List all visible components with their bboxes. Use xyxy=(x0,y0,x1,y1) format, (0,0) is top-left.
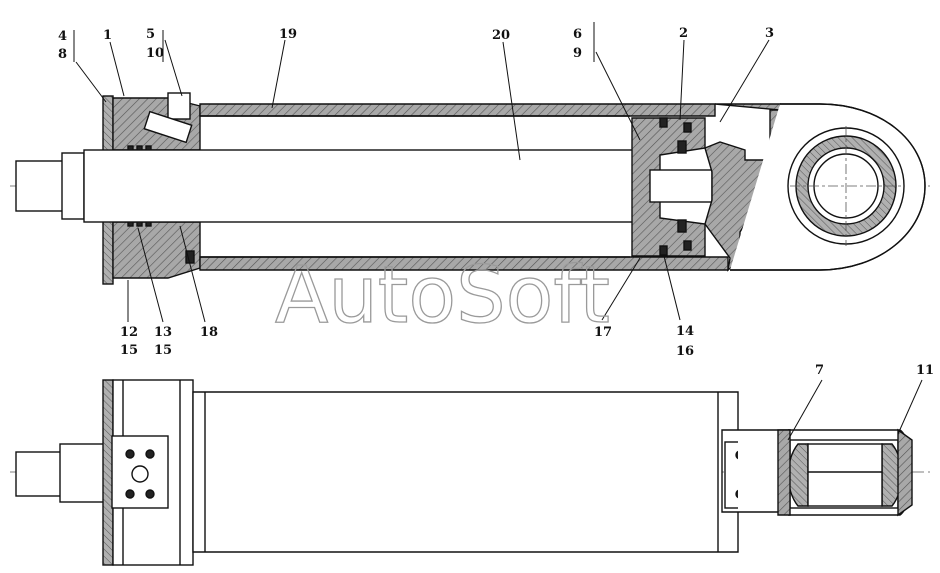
label-5: 5 xyxy=(146,27,155,42)
tube-wall-top xyxy=(199,103,716,117)
callout-labels: 4 8 1 5 10 19 20 6 9 2 3 12 15 13 15 18 … xyxy=(58,26,934,378)
section-view xyxy=(10,92,930,285)
leader-lines-top xyxy=(73,22,770,323)
exterior-view xyxy=(10,379,930,566)
label-15a: 15 xyxy=(120,343,138,358)
label-15b: 15 xyxy=(154,343,172,358)
watermark: AutoSoft xyxy=(275,251,610,341)
label-8: 8 xyxy=(58,47,67,62)
gland-bolt-slot xyxy=(143,110,193,144)
gland-bolt xyxy=(167,92,191,120)
piston xyxy=(631,117,706,257)
label-9: 9 xyxy=(573,46,582,61)
label-1: 1 xyxy=(103,28,112,43)
label-11: 11 xyxy=(916,363,934,378)
label-12: 12 xyxy=(120,325,138,340)
port-bolts-left xyxy=(125,449,155,499)
rod-hex xyxy=(61,152,85,220)
label-2: 2 xyxy=(679,26,688,41)
label-3: 3 xyxy=(765,26,774,41)
label-20: 20 xyxy=(492,28,510,43)
label-4: 4 xyxy=(58,29,67,44)
rod-end xyxy=(15,160,65,212)
clevis-wall-right xyxy=(897,428,913,517)
clevis-wall-left xyxy=(777,429,791,516)
label-17: 17 xyxy=(594,325,612,340)
piston-seals xyxy=(659,117,692,256)
label-16: 16 xyxy=(676,344,694,359)
label-14: 14 xyxy=(676,324,694,339)
tube-exterior xyxy=(192,391,739,553)
label-7: 7 xyxy=(815,363,824,378)
leader-lines-bottom xyxy=(787,379,923,441)
rod-end-exterior xyxy=(15,451,63,497)
label-13: 13 xyxy=(154,325,172,340)
label-18: 18 xyxy=(200,325,218,340)
gland-body-bottom xyxy=(112,221,201,279)
label-19: 19 xyxy=(279,27,297,42)
port-left xyxy=(131,465,149,483)
label-10: 10 xyxy=(146,46,164,61)
piston-rod xyxy=(83,149,637,223)
piston-nut xyxy=(649,169,713,203)
label-6: 6 xyxy=(573,27,582,42)
